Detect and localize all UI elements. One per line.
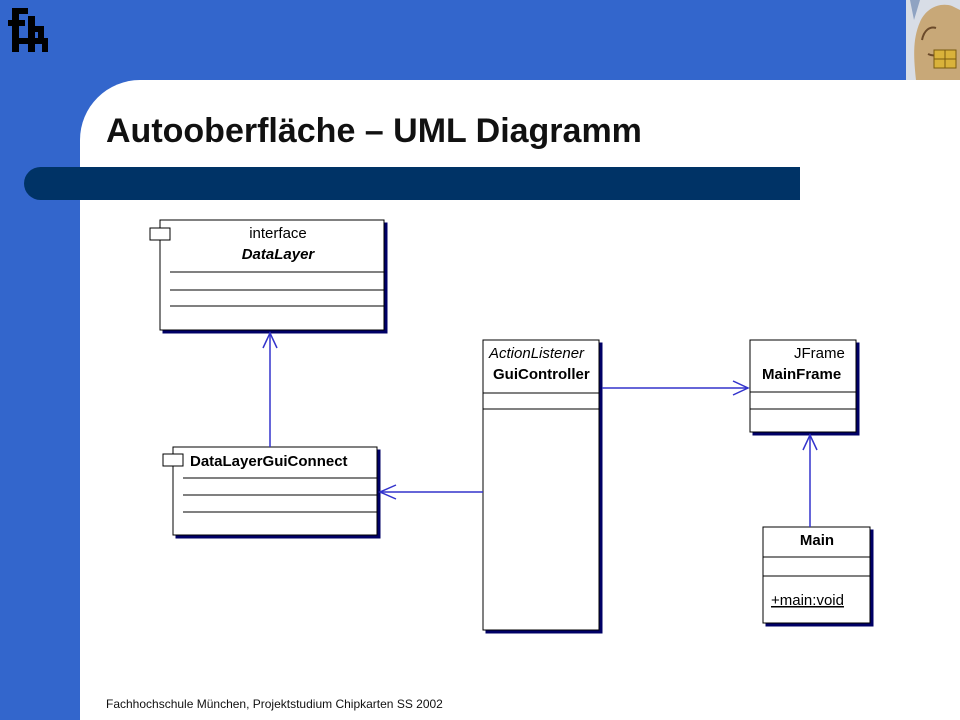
- component-tab-icon: [149, 227, 171, 241]
- connector-guiconnect-to-datalayer: [262, 331, 278, 447]
- top-frame-bar: [0, 0, 960, 80]
- connector-guicontroller-to-guiconnect: [378, 484, 483, 500]
- slide-title: Autooberfläche – UML Diagramm: [106, 112, 642, 150]
- class-name-datalayer: DataLayer: [242, 246, 316, 263]
- stereotype-mainframe: JFrame: [794, 345, 845, 362]
- class-box-guicontroller[interactable]: ActionListener GuiController: [482, 339, 600, 631]
- class-box-mainframe[interactable]: JFrame MainFrame: [749, 339, 857, 433]
- chipcard-face-icon: [906, 0, 960, 80]
- stereotype-guicontroller: ActionListener: [488, 345, 585, 362]
- connector-guicontroller-to-mainframe: [602, 380, 750, 396]
- class-box-datalayer[interactable]: interface DataLayer: [149, 219, 385, 331]
- fhm-logo-icon: [8, 8, 48, 52]
- slide-footer: Fachhochschule München, Projektstudium C…: [106, 697, 443, 711]
- connector-main-to-mainframe: [802, 433, 818, 527]
- left-frame-bar: [0, 0, 80, 720]
- method-main: +main:void: [771, 592, 844, 609]
- stereotype-datalayer: interface: [249, 225, 307, 242]
- class-name-main: Main: [800, 532, 834, 549]
- component-tab-icon: [162, 453, 184, 467]
- class-name-mainframe: MainFrame: [762, 366, 841, 383]
- class-name-datalayerguiconnect: DataLayerGuiConnect: [190, 453, 348, 470]
- class-box-main[interactable]: Main +main:void: [762, 526, 871, 624]
- class-box-datalayerguiconnect[interactable]: DataLayerGuiConnect: [162, 446, 378, 536]
- title-underline-bar: [24, 167, 800, 200]
- class-name-guicontroller: GuiController: [493, 366, 590, 383]
